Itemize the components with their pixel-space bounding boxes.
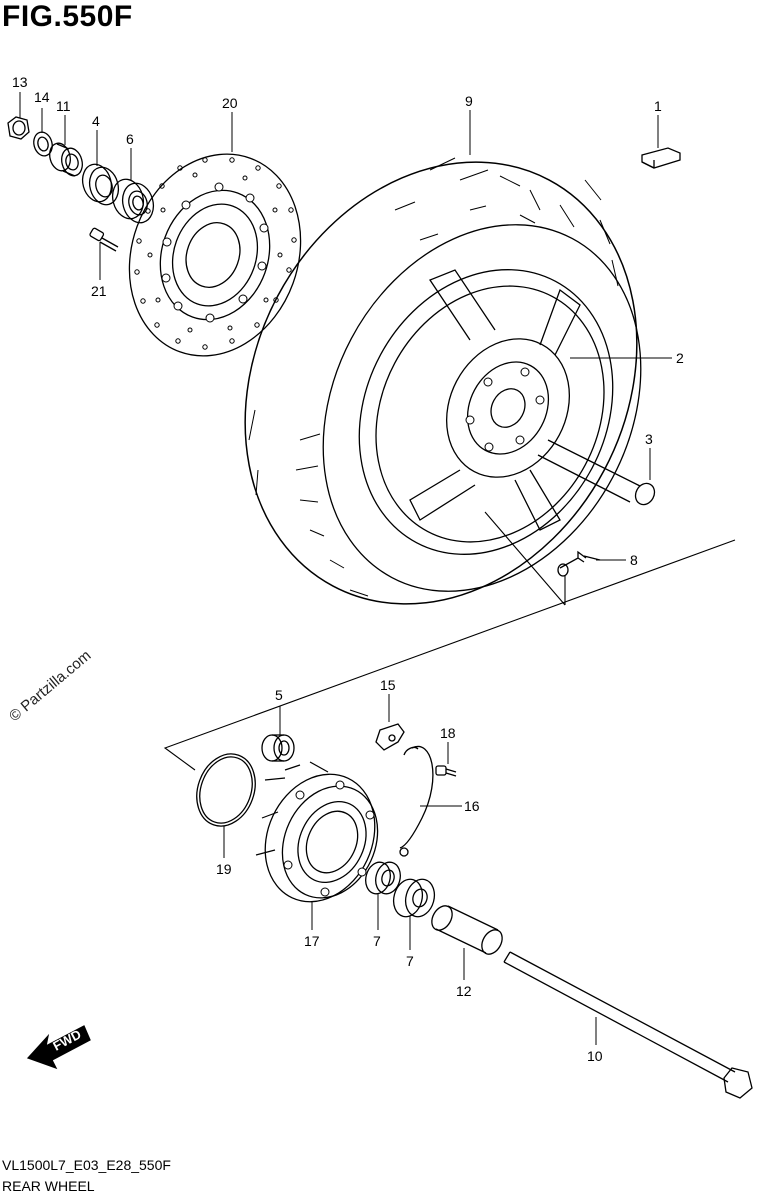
callout-19: 19 xyxy=(216,861,232,877)
part-21-disc-bolt[interactable] xyxy=(89,228,118,251)
callout-11: 11 xyxy=(56,98,71,114)
part-18-bolt[interactable] xyxy=(436,766,456,776)
callout-9: 9 xyxy=(465,93,473,109)
part-15-stopper[interactable] xyxy=(376,724,404,750)
part-14-washer[interactable] xyxy=(31,130,55,158)
callout-2: 2 xyxy=(676,350,684,366)
part-7-bearing-b[interactable] xyxy=(390,876,439,920)
callout-7b: 7 xyxy=(406,953,414,969)
callout-18: 18 xyxy=(440,725,456,741)
callout-16: 16 xyxy=(464,798,480,814)
part-5-bushing[interactable] xyxy=(262,735,294,761)
part-10-axle[interactable] xyxy=(504,952,752,1098)
callout-5: 5 xyxy=(275,687,283,703)
callout-7a: 7 xyxy=(373,933,381,949)
figure-title: FIG.550F xyxy=(2,0,133,33)
part-17-sprocket-mounting-drum[interactable] xyxy=(245,756,395,920)
callout-3: 3 xyxy=(645,431,653,447)
callout-10: 10 xyxy=(587,1048,603,1064)
part-16-clip[interactable] xyxy=(400,746,433,856)
callout-20: 20 xyxy=(222,95,238,111)
part-13-nut[interactable] xyxy=(8,117,29,139)
callout-leaders xyxy=(20,92,672,1045)
part-20-brake-disc[interactable] xyxy=(102,130,328,380)
callout-15: 15 xyxy=(380,677,396,693)
callout-13: 13 xyxy=(12,74,28,90)
part-3-collar[interactable] xyxy=(538,440,658,508)
callout-12: 12 xyxy=(456,983,472,999)
part-9-tire[interactable] xyxy=(170,93,713,673)
callout-8: 8 xyxy=(630,552,638,568)
figure-code: VL1500L7_E03_E28_550F xyxy=(2,1157,171,1173)
part-6-bearing[interactable] xyxy=(108,176,157,226)
part-7-bearing-a[interactable] xyxy=(362,859,403,896)
part-11-spacer[interactable] xyxy=(47,141,86,178)
figure-name: REAR WHEEL xyxy=(2,1178,95,1194)
callout-17: 17 xyxy=(304,933,320,949)
fwd-arrow-icon: FWD xyxy=(28,1026,90,1068)
callout-4: 4 xyxy=(92,113,100,129)
part-2-wheel[interactable] xyxy=(311,225,662,599)
callout-1: 1 xyxy=(654,98,662,114)
section-divider xyxy=(165,512,735,770)
callout-labels: 13 14 11 4 6 20 21 9 1 2 3 8 5 15 18 16 … xyxy=(12,74,684,1064)
callout-6: 6 xyxy=(126,131,134,147)
part-1-balancer-weight[interactable] xyxy=(642,148,680,168)
callout-14: 14 xyxy=(34,89,50,105)
part-19-o-ring[interactable] xyxy=(187,746,265,835)
callout-21: 21 xyxy=(91,283,107,299)
part-8-air-valve[interactable] xyxy=(558,552,600,576)
part-12-spacer[interactable] xyxy=(428,902,507,958)
